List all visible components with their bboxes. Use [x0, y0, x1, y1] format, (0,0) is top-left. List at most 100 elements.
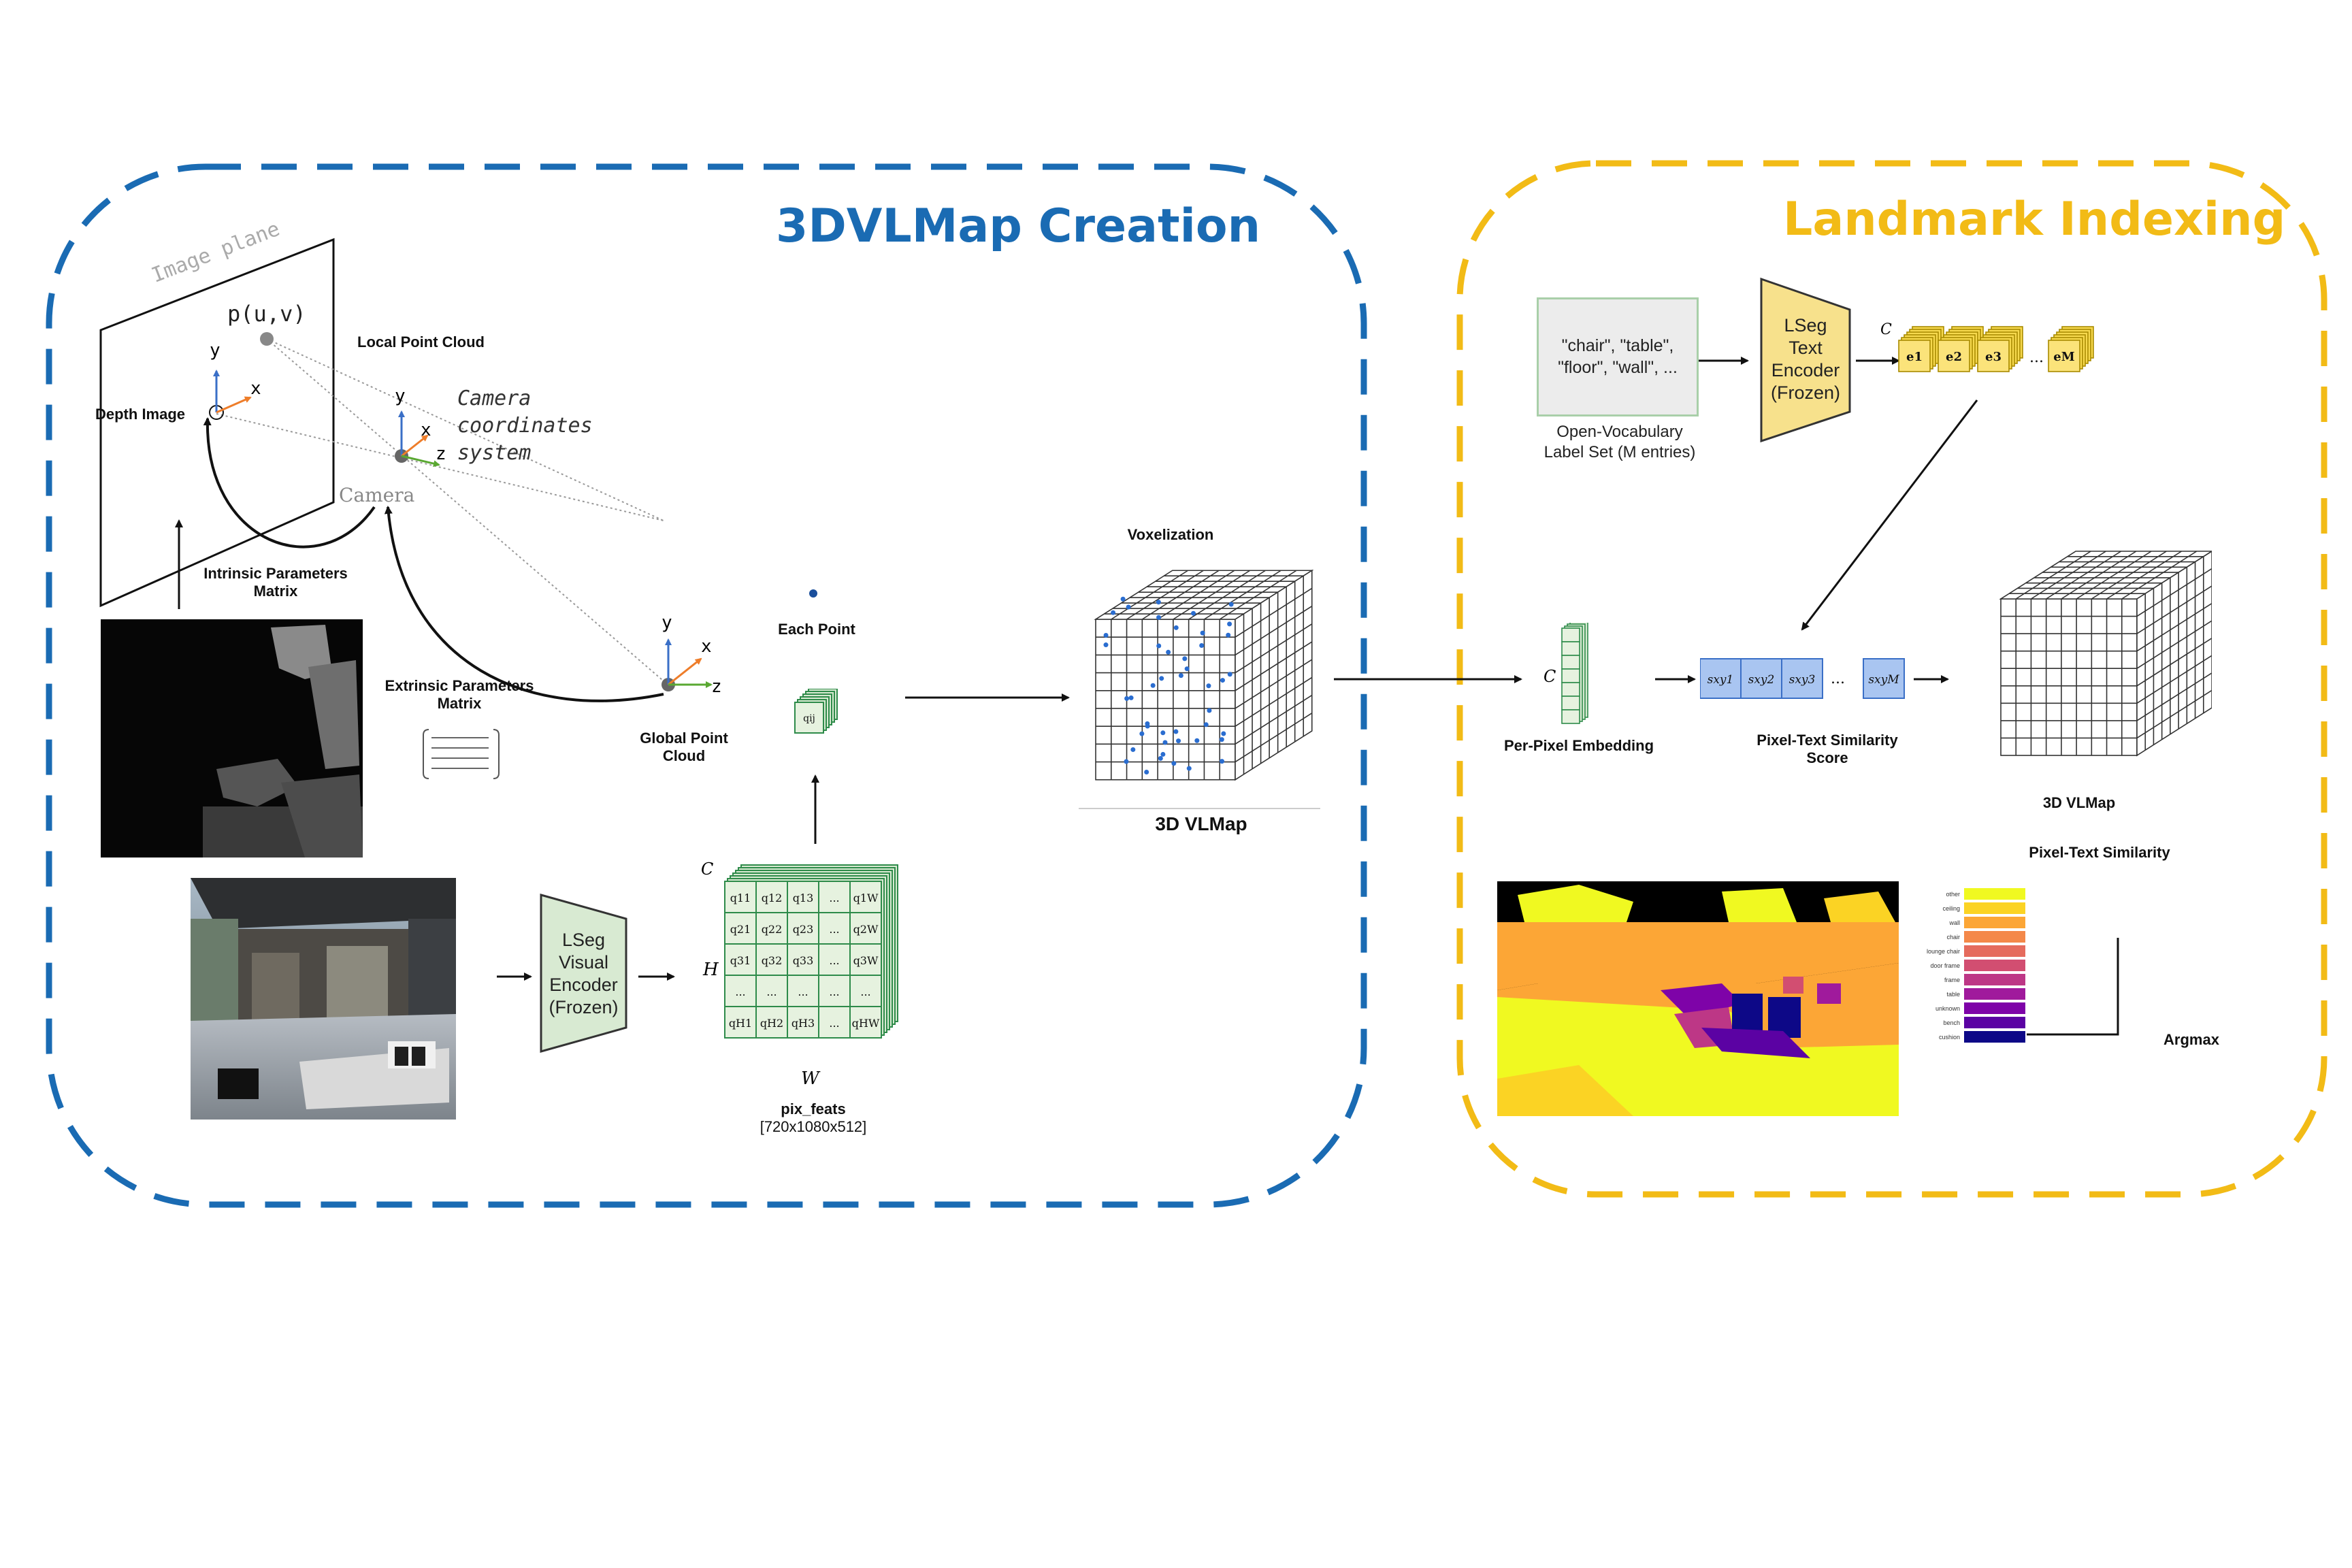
grid-cell-label: q12 [762, 892, 783, 904]
grid-cell-label: q32 [762, 954, 783, 967]
camera-label: Camera [339, 484, 415, 506]
vocab-box: "chair", "table", "floor", "wall", ... [1537, 297, 1699, 416]
text-encoder-shape [1760, 277, 1851, 443]
score-ellipsis: ... [1831, 670, 1845, 687]
score-label: sxyM [1868, 673, 1899, 687]
axis-x-label: x [250, 378, 261, 399]
grid-cell-label: q13 [793, 892, 814, 904]
embedding-cell [1561, 641, 1580, 656]
grid-cell-label: q21 [730, 923, 751, 936]
camera-coords-label: Camera coordinates system [457, 387, 593, 465]
grid-cell [818, 881, 851, 913]
pixel-text-similarity-label: Pixel-Text Similarity [2029, 844, 2170, 861]
grid-cell-label: q2W [853, 923, 879, 936]
grid-cell-label: qH2 [760, 1017, 783, 1030]
legend-swatch [1964, 988, 2025, 1000]
axis-x-label: x [701, 636, 712, 657]
grid-cell-label: qHW [852, 1017, 880, 1030]
per-pixel-embedding [1555, 621, 1596, 725]
embedding-cell [1561, 682, 1580, 697]
pix-feats-label: pix_feats [781, 1100, 846, 1117]
single-feature-label: qij [803, 713, 815, 724]
grid-cell [849, 881, 882, 913]
text-emb-dim-c: C [1880, 321, 1892, 338]
embedding-cell [1561, 696, 1580, 710]
grid-cell-label: q22 [762, 923, 783, 936]
text-emb-label: e1 [1906, 350, 1923, 364]
grid-cell [818, 1006, 851, 1039]
image-plane [99, 238, 335, 608]
legend-swatch [1964, 974, 2025, 985]
legend-label: table [1946, 990, 1960, 998]
axis-z-label: z [711, 676, 722, 697]
text-emb-label: e2 [1946, 350, 1962, 364]
text-emb-label: e3 [1985, 350, 2002, 364]
text-encoder-label: LSeg Text Encoder (Frozen) [1770, 315, 1840, 403]
vlmap-3d-title: 3D VLMap [1155, 813, 1247, 834]
legend-label: bench [1943, 1019, 1960, 1026]
pix-feats-shape: [720x1080x512] [760, 1118, 867, 1135]
depth-image [101, 619, 363, 858]
text-emb-ellipsis: ... [2029, 349, 2044, 366]
grid-cell [818, 943, 851, 976]
legend-row: lounge chair [1918, 944, 2030, 958]
legend-label: other [1946, 890, 1960, 898]
single-feature: qij [789, 688, 840, 743]
legend-swatch [1964, 917, 2025, 928]
visual-encoder-shape [540, 894, 627, 1053]
similarity-scores: sxy1 sxy2 sxy3... sxyM [1699, 655, 1918, 702]
grid-cell-label: ... [829, 1017, 839, 1030]
grid-cell-label: q31 [730, 954, 751, 967]
grid-cell [755, 1006, 788, 1039]
embedding-cell [1561, 709, 1580, 724]
local-point-cloud-label: Local Point Cloud [357, 333, 485, 350]
grid-cell-label: q23 [793, 923, 814, 936]
legend-row: table [1918, 987, 2030, 1001]
depth-image-label: Depth Image [95, 406, 186, 423]
legend-label: cushion [1938, 1033, 1960, 1041]
vocab-caption: Open-Vocabulary Label Set (M entries) [1544, 423, 1696, 461]
score-cell [1740, 658, 1782, 699]
score-label: sxy3 [1789, 673, 1816, 687]
grid-cell-label: ... [829, 923, 839, 936]
grid-cell-label: ... [860, 985, 870, 998]
legend-swatch [1964, 931, 2025, 943]
score-cell [1699, 658, 1742, 699]
score-label: sxy2 [1748, 673, 1775, 687]
legend-row: frame [1918, 973, 2030, 987]
text-emb-cell [1938, 340, 1970, 372]
score-cell [1781, 658, 1823, 699]
grid-cell-label: ... [798, 985, 808, 998]
grid-dim-c: C [701, 860, 714, 879]
pixel-label: p(u,v) [227, 301, 306, 327]
legend-row: unknown [1918, 1001, 2030, 1015]
legend-row: chair [1918, 930, 2030, 944]
score-label: sxy1 [1708, 673, 1734, 687]
embedding-cell [1561, 655, 1580, 670]
voxel-map-small [1994, 544, 2214, 793]
legend-swatch [1964, 960, 2025, 971]
legend-row: door frame [1918, 958, 2030, 973]
grid-cell-label: qH3 [791, 1017, 815, 1030]
grid-cell-label: ... [829, 892, 839, 904]
axis-y-label: y [395, 386, 406, 406]
legend-label: door frame [1930, 962, 1960, 969]
text-emb-cell [1977, 340, 2010, 372]
axis-y-label: y [662, 612, 672, 633]
legend-label: ceiling [1942, 904, 1960, 912]
grid-cell [724, 881, 757, 913]
legend-row: ceiling [1918, 901, 2030, 915]
legend-label: wall [1949, 919, 1960, 926]
text-emb-label: eM [2053, 350, 2074, 364]
grid-cell-label: ... [829, 954, 839, 967]
legend-swatch [1964, 1017, 2025, 1028]
rgb-image [191, 878, 456, 1120]
legend-row: other [1918, 887, 2030, 901]
